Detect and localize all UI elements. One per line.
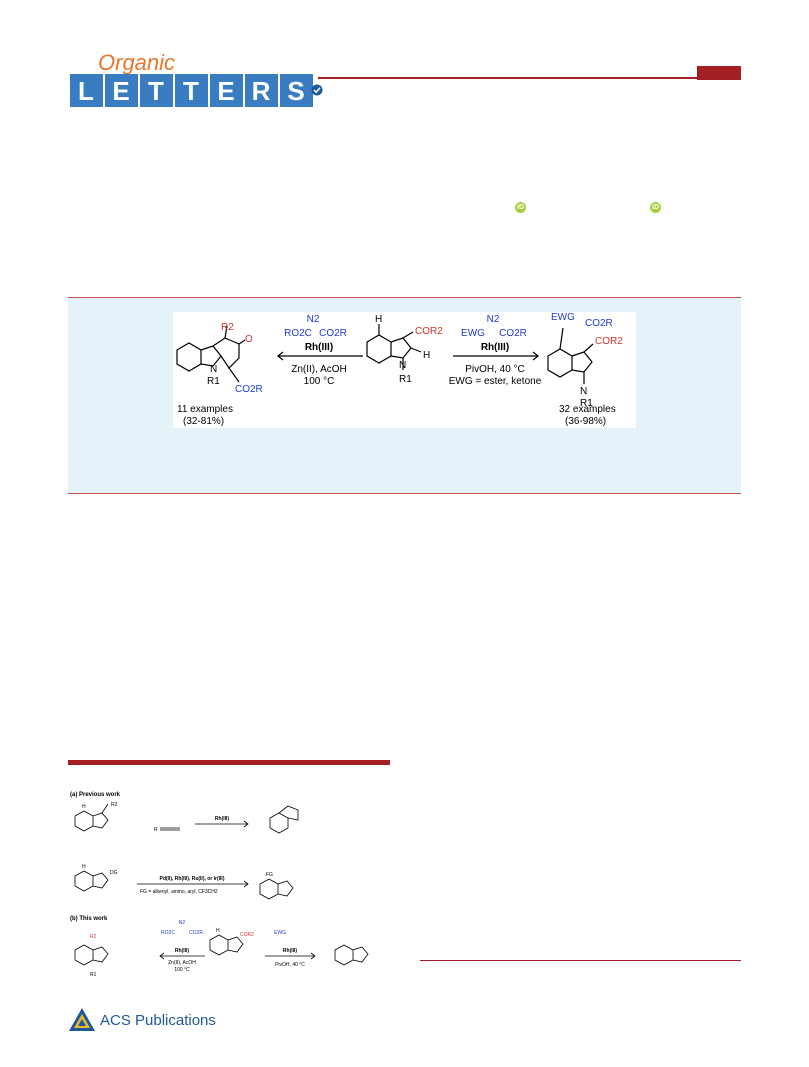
publisher-name: ACS Publications: [100, 1012, 216, 1029]
scheme-a2-dg: DG: [110, 870, 118, 876]
toc-center-n: N: [399, 360, 406, 371]
toc-left-n2: N2: [307, 314, 320, 325]
toc-left-ester: CO2R: [235, 384, 263, 395]
header-rule: [318, 77, 741, 79]
scheme-b-co2r: CO2R: [189, 930, 203, 936]
journal-letters: L E T T E R S: [70, 74, 313, 107]
toc-right-ester: CO2R: [585, 318, 613, 329]
acs-emblem-icon: [69, 1008, 95, 1031]
scheme-b-right-cond: PivOH, 40 °C: [275, 962, 305, 968]
scheme-b-left-reagent: RO2C: [161, 930, 175, 936]
scheme-b-n2: N2: [179, 920, 186, 926]
journal-letter: T: [148, 76, 164, 106]
scheme-part-a: (a) Previous work: [70, 792, 121, 798]
toc-right-examples: 32 examples: [559, 404, 616, 415]
publisher-logo[interactable]: ACS Publications: [68, 1005, 216, 1037]
scheme-b-r1: R1: [90, 972, 97, 978]
journal-letter: R: [252, 76, 271, 106]
toc-graphic: R2 O N R1 CO2R 11 examples (32-81%) N2 R…: [173, 312, 636, 428]
toc-center-h-top: H: [375, 314, 382, 325]
journal-letter: S: [287, 76, 304, 106]
toc-right-ewg: EWG: [551, 312, 575, 323]
toc-left-reagent-left: RO2C: [284, 328, 312, 339]
toc-right-cond-2: EWG = ester, ketone: [449, 376, 542, 387]
scheme-b-left-catalyst: Rh(III): [175, 948, 189, 954]
toc-right-yield: (36-98%): [565, 416, 606, 427]
toc-left-oxo: O: [245, 334, 253, 345]
journal-letter: L: [78, 76, 94, 106]
journal-name-top: Organic: [98, 50, 175, 75]
toc-right-reagent-left: EWG: [461, 328, 485, 339]
scheme-a1-catalyst: Rh(III): [215, 816, 229, 822]
scheme-b-left-cond-2: 100 °C: [174, 967, 190, 973]
toc-center-h-right: H: [423, 350, 430, 361]
toc-left-examples: 11 examples: [177, 404, 233, 415]
scheme-a1-r2: R2: [111, 802, 118, 808]
toc-left-n: N: [210, 364, 217, 375]
scheme-b-r2: R2: [90, 934, 97, 940]
checkmark-icon: [311, 84, 323, 96]
toc-center-cor2: COR2: [415, 326, 443, 337]
scheme-a1-alkyne: R: [154, 827, 158, 833]
toc-right-n2: N2: [487, 314, 500, 325]
header-tab: [697, 66, 741, 80]
orcid-icon[interactable]: iD: [650, 202, 661, 213]
toc-left-yield: (32-81%): [183, 416, 224, 427]
scheme-part-b: (b) This work: [70, 916, 108, 922]
journal-letter: E: [217, 76, 234, 106]
scheme-b-right-catalyst: Rh(III): [283, 948, 297, 954]
column-rule: [420, 960, 741, 961]
scheme-b-h: H: [216, 928, 220, 934]
toc-left-cond-2: 100 °C: [304, 376, 335, 387]
toc-right-n: N: [580, 386, 587, 397]
journal-logo: Organic L E T T E R S: [70, 50, 313, 107]
toc-right-catalyst: Rh(III): [481, 342, 509, 353]
journal-letter: E: [112, 76, 129, 106]
toc-right-cond-1: PivOH, 40 °C: [465, 364, 525, 375]
section-rule: [68, 760, 390, 765]
toc-left-catalyst: Rh(III): [305, 342, 333, 353]
scheme-a2-fg-def: FG = alkenyl, amino, aryl, CF3CH2: [140, 889, 218, 895]
scheme-figure: (a) Previous work H R2 R Rh(III) H DG Pd…: [70, 792, 369, 978]
toc-right-reagent-right: CO2R: [499, 328, 527, 339]
scheme-b-right-reagent: EWG: [274, 930, 286, 936]
scheme-a2-catalyst: Pd(II), Rh(III), Ru(II), or Ir(III): [160, 876, 225, 882]
toc-left-cond-1: Zn(II), AcOH: [291, 364, 347, 375]
journal-letter: T: [183, 76, 199, 106]
scheme-b-cor2: COR2: [240, 932, 254, 938]
toc-center-r1: R1: [399, 374, 412, 385]
scheme-a2-fg: FG: [266, 872, 273, 878]
toc-left-reagent-right: CO2R: [319, 328, 347, 339]
toc-left-r1: R1: [207, 376, 220, 387]
scheme-a1-h: H: [82, 804, 86, 810]
scheme-a2-h: H: [82, 864, 86, 870]
orcid-icon[interactable]: iD: [515, 202, 526, 213]
toc-right-r1: R1: [580, 398, 593, 409]
toc-right-cor2: COR2: [595, 336, 623, 347]
scheme-b-left-cond-1: Zn(II), AcOH: [168, 960, 196, 966]
toc-left-r2: R2: [221, 322, 234, 333]
